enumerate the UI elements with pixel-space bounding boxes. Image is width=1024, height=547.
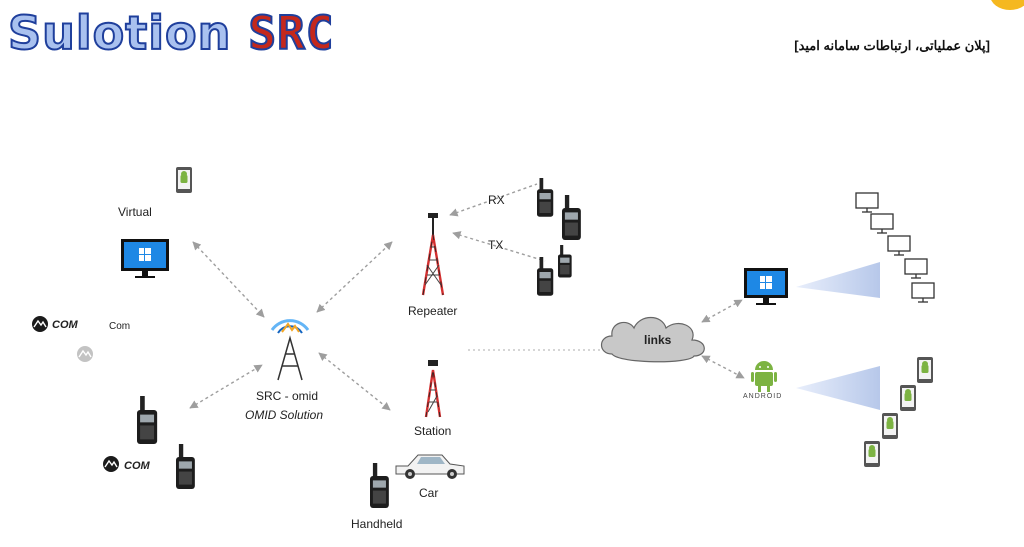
windows-monitor-icon — [121, 239, 169, 278]
label-hub-name: SRC - omid — [256, 389, 319, 403]
radio-icon — [137, 396, 158, 445]
icom-logo-icon-2 — [103, 456, 119, 472]
radio-icon-handheld — [370, 463, 389, 508]
icom-logo-text-2: COM — [124, 460, 150, 472]
icom-logo-icon — [32, 316, 48, 332]
repeater-tower-icon — [421, 213, 445, 296]
page-subtitle: [پلان عملیاتی، ارتباطات سامانه امید] — [794, 38, 990, 53]
corner-logo-fragment — [990, 0, 1024, 10]
beam-windows — [796, 262, 880, 298]
brand-word-1: Sulotion — [7, 5, 232, 61]
label-car: Car — [419, 486, 439, 500]
label-station: Station — [414, 424, 452, 438]
android-phone-icon — [176, 167, 192, 193]
link-hub-repeater — [316, 241, 393, 313]
connection-links — [189, 183, 745, 411]
link-cloud-windows — [701, 299, 743, 323]
omid-hub-icon — [270, 319, 310, 381]
label-hub-solution: OMID Solution — [245, 408, 324, 422]
label-com: Com — [109, 321, 131, 332]
radio-icon-tx1 — [537, 257, 554, 296]
label-links: links — [644, 333, 672, 347]
radio-icon-rx1 — [537, 178, 554, 217]
label-handheld: Handheld — [351, 517, 403, 531]
icom-logo-faded-icon — [77, 346, 93, 362]
link-cloud-android — [701, 355, 745, 379]
link-virtual-hub — [192, 241, 265, 318]
cloud-icon — [600, 316, 705, 363]
label-repeater: Repeater — [408, 304, 458, 318]
label-rx: RX — [488, 193, 505, 207]
link-tx — [452, 231, 546, 262]
icom-logo-text: COM — [52, 319, 78, 331]
brand-word-2: SRC — [247, 5, 335, 61]
radio-icon-2 — [176, 444, 195, 489]
radio-icon-tx2 — [558, 245, 572, 278]
car-icon — [395, 454, 465, 479]
brand-logo: Sulotion SRC — [7, 5, 335, 61]
beam-android — [796, 366, 880, 410]
windows-monitor-icon-right — [744, 268, 788, 305]
station-tower-icon — [424, 360, 442, 418]
link-hub-station — [318, 352, 391, 411]
android-logo-icon — [751, 361, 777, 392]
radio-icon-rx2 — [562, 195, 581, 240]
label-virtual: Virtual — [118, 205, 152, 219]
label-tx: TX — [488, 238, 504, 252]
label-android: ANDROID — [743, 393, 783, 400]
link-radio-hub — [189, 364, 263, 409]
